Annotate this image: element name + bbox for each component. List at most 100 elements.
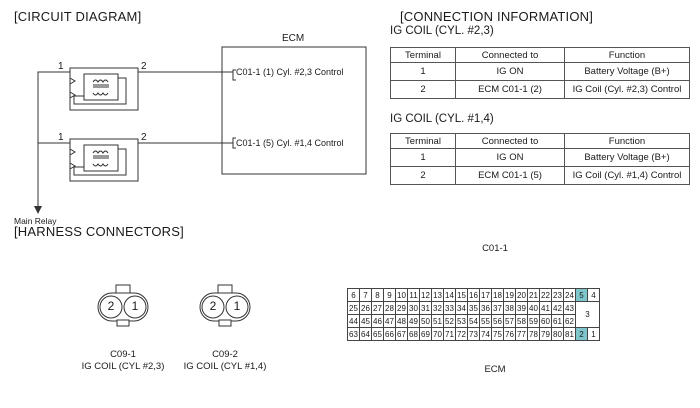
c09-1-name: IG COIL (CYL #2,3) xyxy=(81,361,165,372)
circuit-diagram-title: [CIRCUIT DIAGRAM] xyxy=(14,9,142,24)
cell-terminal: 2 xyxy=(390,166,456,185)
c09-1-pin-1: 1 xyxy=(131,299,139,313)
ecm-pin: 3 xyxy=(575,301,600,328)
ecm-pin: 6 xyxy=(347,288,360,302)
ecm-pin: 62 xyxy=(563,314,576,328)
ecm-pin: 54 xyxy=(467,314,480,328)
table-row: 1 IG ON Battery Voltage (B+) xyxy=(390,62,690,81)
ecm-pin: 28 xyxy=(383,301,396,315)
ecm-pin: 64 xyxy=(359,327,372,341)
ecm-pin: 18 xyxy=(491,288,504,302)
ecm-pin: 44 xyxy=(347,314,360,328)
ecm-pin: 45 xyxy=(359,314,372,328)
ecm-pin: 23 xyxy=(551,288,564,302)
ecm-pin: 10 xyxy=(395,288,408,302)
c09-2-code: C09-2 xyxy=(212,349,238,360)
ecm-pin: 47 xyxy=(383,314,396,328)
ecm-pin: 58 xyxy=(515,314,528,328)
main-relay-label: Main Relay xyxy=(14,216,57,226)
ecm-pin: 61 xyxy=(551,314,564,328)
ecm-pin: 39 xyxy=(515,301,528,315)
header-connected-to: Connected to xyxy=(455,47,565,63)
ecm-pin: 81 xyxy=(563,327,576,341)
ecm-pin: 22 xyxy=(539,288,552,302)
ecm-pin: 65 xyxy=(371,327,384,341)
header-terminal: Terminal xyxy=(390,47,456,63)
circuit-schematic xyxy=(34,46,367,214)
coil-1-function: Cyl. #2,3 Control xyxy=(276,67,344,77)
ecm-pin: 74 xyxy=(479,327,492,341)
header-function: Function xyxy=(564,133,690,149)
cell-function: IG Coil (Cyl. #1,4) Control xyxy=(564,166,690,185)
coil-23-connection-table: Terminal Connected to Function 1 IG ON B… xyxy=(390,47,690,99)
c09-2-pin-1: 1 xyxy=(233,299,241,313)
coil-23-table-title: IG COIL (CYL. #2,3) xyxy=(390,25,494,37)
ecm-pin: 14 xyxy=(443,288,456,302)
cell-connected-to: ECM C01-1 (2) xyxy=(455,80,565,99)
header-function: Function xyxy=(564,47,690,63)
ecm-pin: 72 xyxy=(455,327,468,341)
ecm-pin: 68 xyxy=(407,327,420,341)
ecm-pin: 69 xyxy=(419,327,432,341)
ecm-connector-code: C01-1 xyxy=(482,243,508,254)
ecm-pin: 80 xyxy=(551,327,564,341)
ecm-pin: 73 xyxy=(467,327,480,341)
cell-terminal: 1 xyxy=(390,62,456,81)
ecm-pin: 17 xyxy=(479,288,492,302)
ecm-pin: 43 xyxy=(563,301,576,315)
ecm-pin: 75 xyxy=(491,327,504,341)
ecm-pin: 32 xyxy=(431,301,444,315)
cell-function: Battery Voltage (B+) xyxy=(564,62,690,81)
header-terminal: Terminal xyxy=(390,133,456,149)
coil-1-connector: C01-1 (1) xyxy=(236,67,275,77)
ecm-pin: 21 xyxy=(527,288,540,302)
c09-2-pin-2: 2 xyxy=(209,299,217,313)
ecm-pin: 50 xyxy=(419,314,432,328)
ecm-pin: 40 xyxy=(527,301,540,315)
c09-1-connector-face xyxy=(97,284,149,327)
ecm-pin: 59 xyxy=(527,314,540,328)
ignition-coil-2-symbol xyxy=(69,138,139,182)
cell-connected-to: IG ON xyxy=(455,148,565,167)
table-row: 2 ECM C01-1 (5) IG Coil (Cyl. #1,4) Cont… xyxy=(390,166,690,185)
ecm-pin: 34 xyxy=(455,301,468,315)
ecm-label: ECM xyxy=(282,33,305,44)
ecm-pin: 51 xyxy=(431,314,444,328)
table-header-row: Terminal Connected to Function xyxy=(390,133,690,149)
ecm-pin: 33 xyxy=(443,301,456,315)
ecm-pin: 7 xyxy=(359,288,372,302)
coil-2-ecm-pin: C01-1 (5) Cyl. #1,4 Control xyxy=(236,138,344,148)
cell-connected-to: ECM C01-1 (5) xyxy=(455,166,565,185)
ecm-pin: 19 xyxy=(503,288,516,302)
ecm-pin: 79 xyxy=(539,327,552,341)
ecm-pin: 8 xyxy=(371,288,384,302)
cell-terminal: 2 xyxy=(390,80,456,99)
ecm-pin: 41 xyxy=(539,301,552,315)
ecm-pin: 60 xyxy=(539,314,552,328)
ecm-pin: 29 xyxy=(395,301,408,315)
c09-2-connector-face xyxy=(199,284,251,327)
coil-1-ecm-pin: C01-1 (1) Cyl. #2,3 Control xyxy=(236,67,344,77)
table-row: 2 ECM C01-1 (2) IG Coil (Cyl. #2,3) Cont… xyxy=(390,80,690,99)
coil-1-pin-right: 2 xyxy=(141,61,147,72)
ecm-pin: 63 xyxy=(347,327,360,341)
ecm-pin: 67 xyxy=(395,327,408,341)
harness-connectors-title: [HARNESS CONNECTORS] xyxy=(14,224,184,239)
c09-1-code: C09-1 xyxy=(110,349,136,360)
ecm-pin: 76 xyxy=(503,327,516,341)
ecm-pin: 78 xyxy=(527,327,540,341)
cell-function: IG Coil (Cyl. #2,3) Control xyxy=(564,80,690,99)
coil-2-pin-left: 1 xyxy=(58,132,64,143)
ecm-pin: 13 xyxy=(431,288,444,302)
ecm-pin: 36 xyxy=(479,301,492,315)
cell-function: Battery Voltage (B+) xyxy=(564,148,690,167)
ecm-pin: 35 xyxy=(467,301,480,315)
ecm-pin: 12 xyxy=(419,288,432,302)
ecm-pin: 57 xyxy=(503,314,516,328)
ecm-pin: 25 xyxy=(347,301,360,315)
coil-2-function: Cyl. #1,4 Control xyxy=(276,138,344,148)
